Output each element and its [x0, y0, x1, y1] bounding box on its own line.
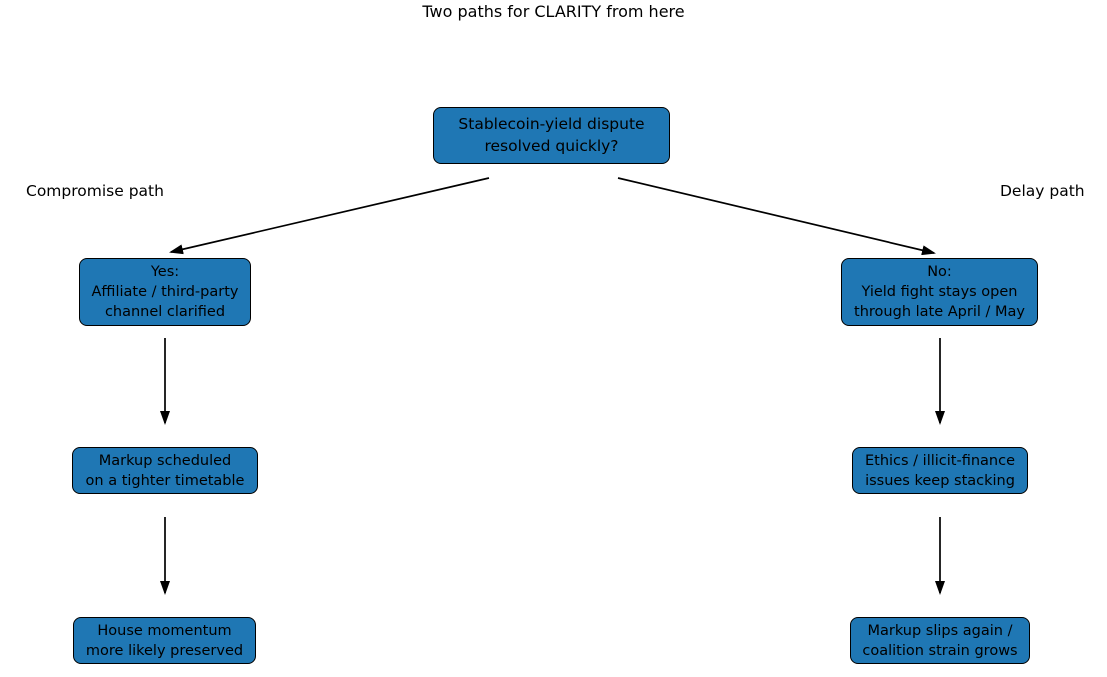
branch-label-delay: Delay path	[1000, 182, 1085, 200]
node-text-line: House momentum	[97, 622, 232, 639]
node-markup-scheduled: Markup scheduled on a tighter timetable	[72, 447, 258, 494]
node-text-line: No:	[927, 264, 952, 280]
node-house-momentum: House momentum more likely preserved	[73, 617, 256, 664]
node-text-line: channel clarified	[104, 304, 226, 320]
node-text-line: through late April / May	[854, 304, 1025, 320]
node-ethics-issues: Ethics / illicit-finance issues keep sta…	[852, 447, 1028, 494]
branch-label-compromise: Compromise path	[26, 182, 164, 200]
node-text-line: more likely preserved	[85, 642, 244, 659]
node-markup-slips: Markup slips again / coalition strain gr…	[850, 617, 1030, 664]
node-text-line: Markup slips again /	[867, 622, 1013, 639]
node-text-line: Yes:	[150, 264, 180, 280]
node-text-line: on a tighter timetable	[85, 472, 245, 489]
node-root-question: Stablecoin-yield dispute resolved quickl…	[433, 107, 670, 164]
node-text-line: Markup scheduled	[98, 452, 232, 469]
arrow-root-to-yes	[169, 177, 490, 255]
node-text-line: Ethics / illicit-finance	[864, 452, 1016, 469]
node-yes-outcome: Yes: Affiliate / third-party channel cla…	[79, 258, 251, 326]
node-text-line: coalition strain grows	[862, 642, 1018, 659]
node-text-line: issues keep stacking	[865, 472, 1015, 489]
diagram-title: Two paths for CLARITY from here	[422, 2, 685, 21]
node-text-line: Stablecoin-yield dispute	[458, 115, 645, 134]
node-text-line: Affiliate / third-party	[91, 284, 239, 300]
node-no-outcome: No: Yield fight stays open through late …	[841, 258, 1038, 326]
node-text-line: resolved quickly?	[484, 136, 619, 155]
node-text-line: Yield fight stays open	[861, 284, 1018, 300]
arrow-root-to-no	[617, 177, 936, 256]
